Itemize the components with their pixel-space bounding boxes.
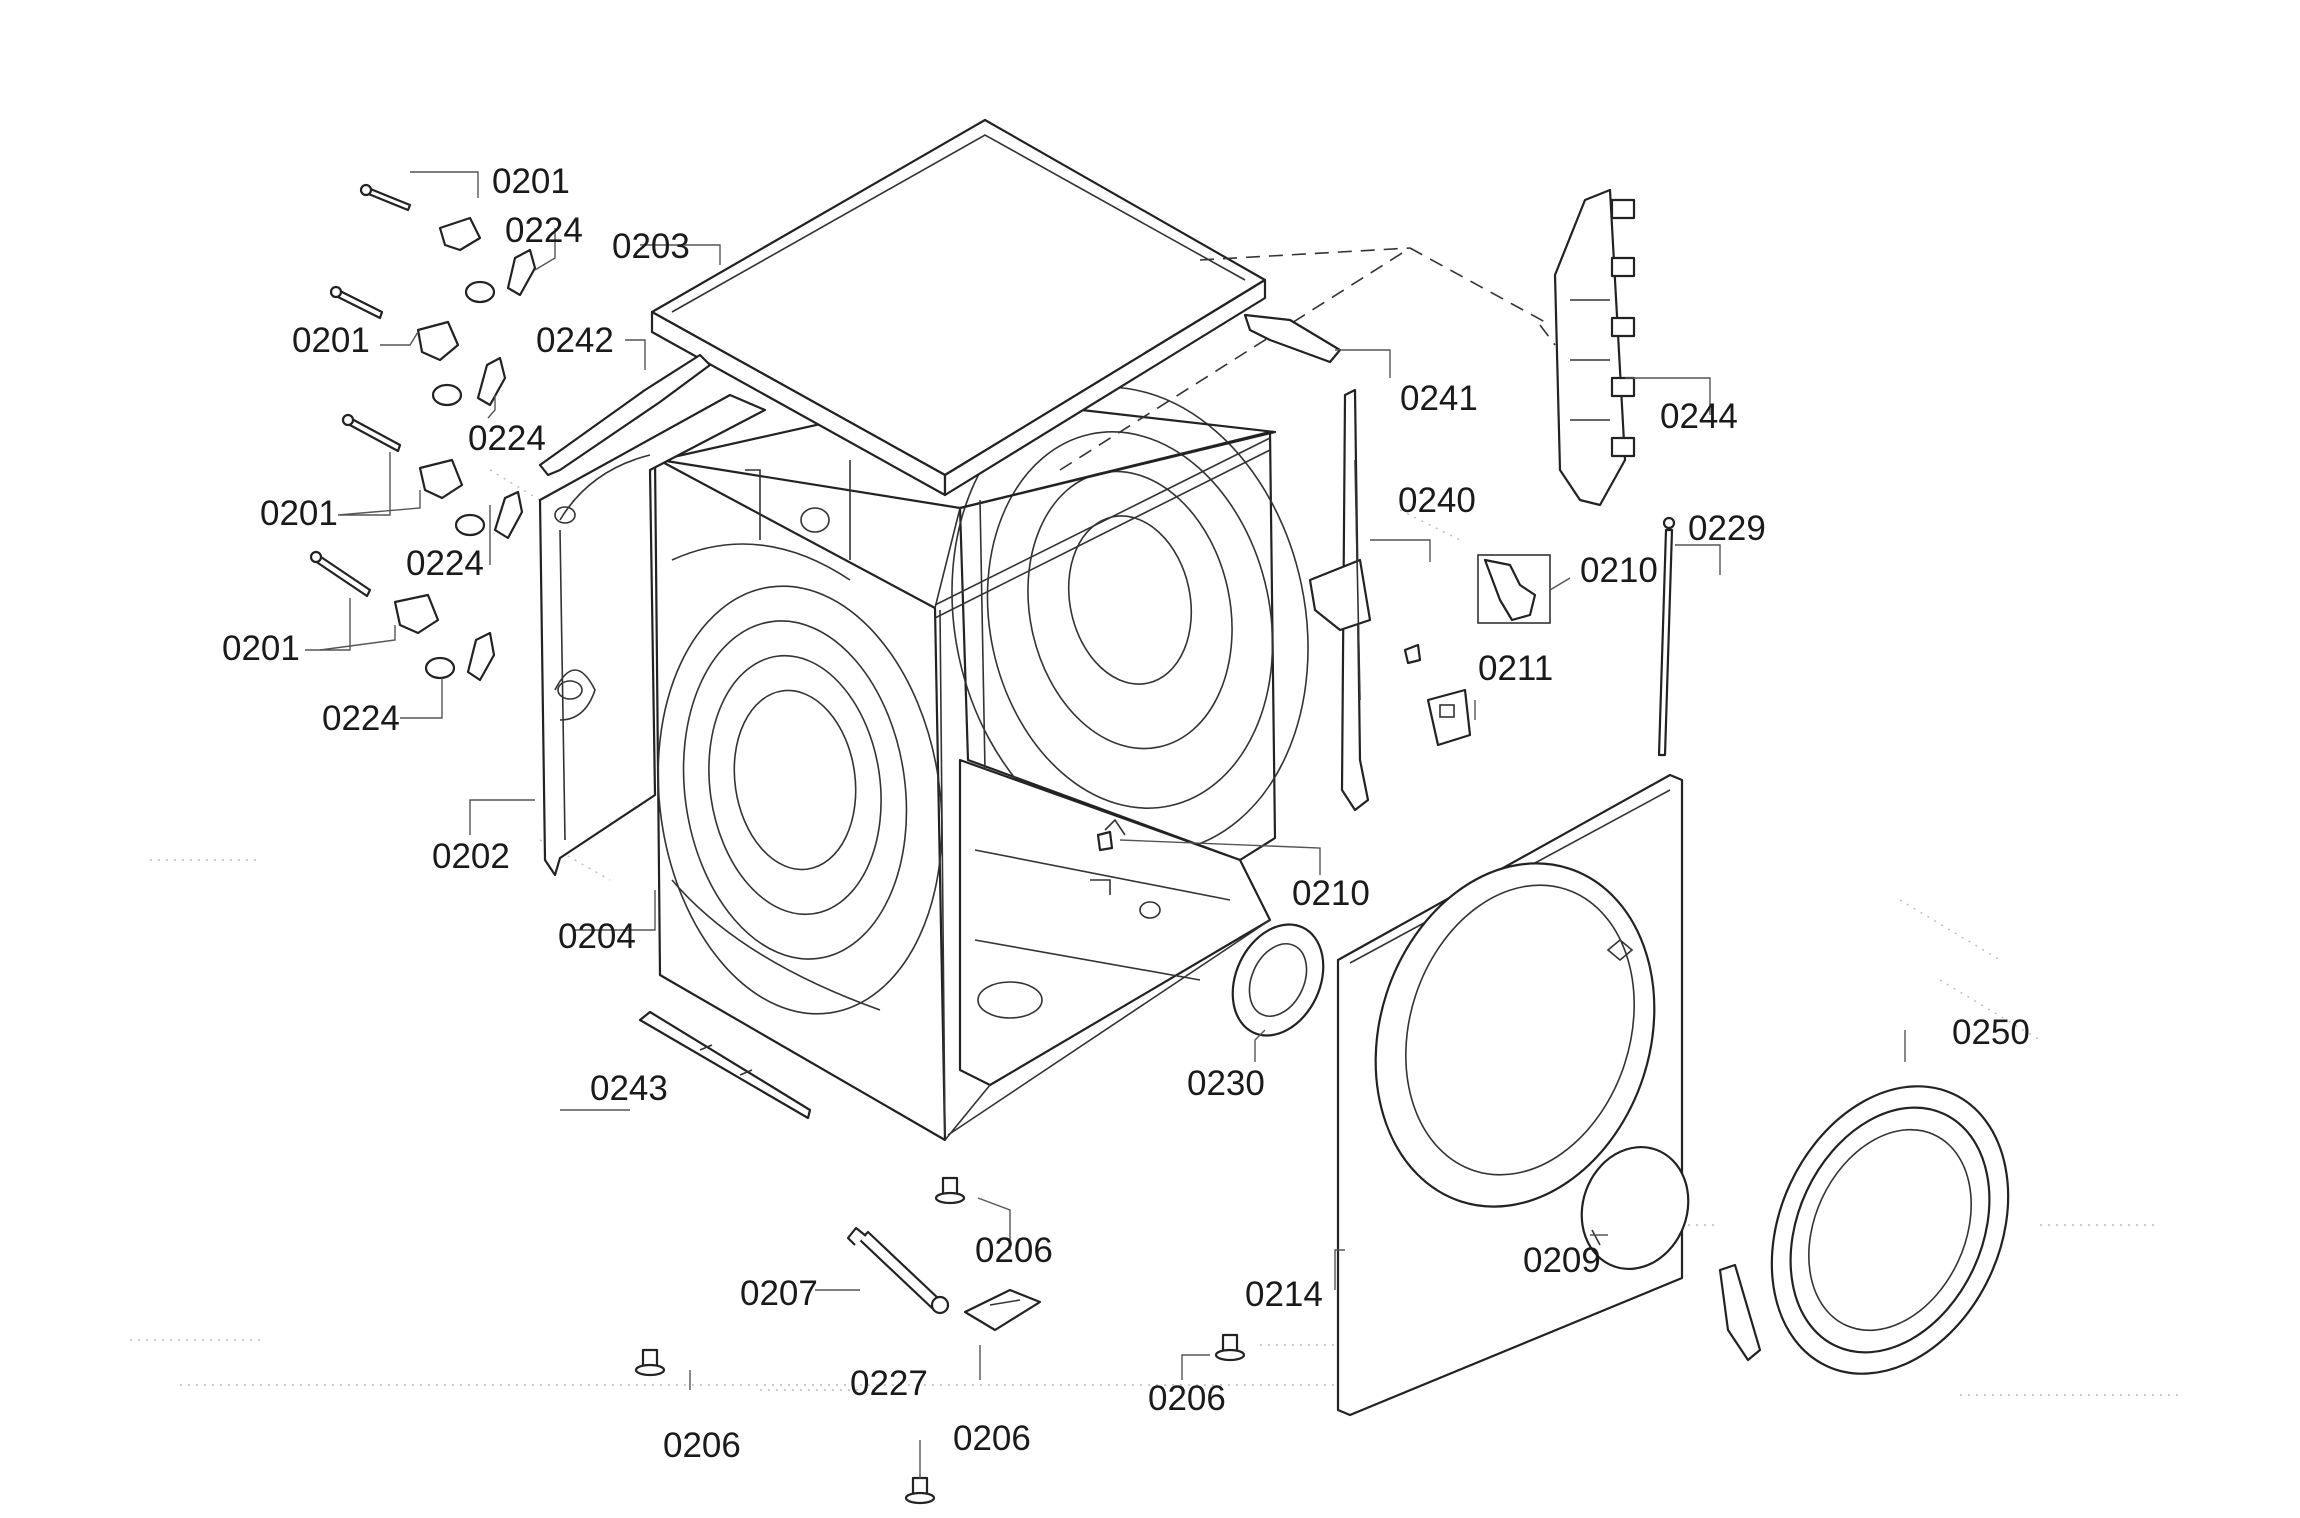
label-0241: 0241	[1400, 379, 1478, 418]
label-0224-d: 0224	[322, 699, 400, 738]
label-0206-b: 0206	[663, 1426, 741, 1465]
bracket-0224-b	[431, 356, 507, 407]
rod-0229	[1657, 516, 1676, 757]
latch-0210-upper	[1403, 554, 1551, 665]
label-0201-d: 0201	[222, 629, 300, 668]
label-0201-c: 0201	[260, 494, 338, 533]
rail-0240	[1308, 388, 1372, 812]
plate-0227	[963, 1288, 1042, 1332]
clip-0210-lower	[1096, 830, 1114, 852]
label-0240: 0240	[1398, 481, 1476, 520]
label-0242: 0242	[536, 321, 614, 360]
bolt-0201-c	[341, 413, 464, 500]
leader-lines	[305, 171, 1906, 1478]
label-0206-d: 0206	[953, 1419, 1031, 1458]
door-lock-0211	[1426, 688, 1472, 747]
label-0202: 0202	[432, 837, 510, 876]
foot-0206-b	[634, 1348, 666, 1377]
rail-0243	[638, 1010, 812, 1120]
label-0214: 0214	[1245, 1275, 1323, 1314]
bracket-0224-d	[424, 631, 496, 682]
label-0243: 0243	[590, 1069, 668, 1108]
bracket-0224-a	[464, 248, 537, 304]
label-0206-c: 0206	[1148, 1379, 1226, 1418]
side-panel-0202	[538, 393, 767, 877]
label-0209: 0209	[1523, 1241, 1601, 1280]
label-0250: 0250	[1952, 1013, 2030, 1052]
label-0224-c: 0224	[406, 544, 484, 583]
label-0207: 0207	[740, 1274, 818, 1313]
label-0227: 0227	[850, 1364, 928, 1403]
wrench-0207	[846, 1226, 950, 1315]
label-0210-a: 0210	[1580, 551, 1658, 590]
label-0204: 0204	[558, 917, 636, 956]
bolt-0201-d	[309, 550, 440, 635]
label-0229: 0229	[1688, 509, 1766, 548]
bracket-0224-c	[454, 490, 524, 540]
label-0211: 0211	[1478, 649, 1553, 688]
label-0230: 0230	[1187, 1064, 1265, 1103]
label-0210-b: 0210	[1292, 874, 1370, 913]
label-0244: 0244	[1660, 397, 1738, 436]
hatch-0209	[1580, 1145, 1690, 1271]
door-0250	[1718, 1085, 2010, 1375]
bolt-0201-b	[329, 285, 460, 362]
bolt-0201-a	[359, 183, 482, 252]
rail-0242	[538, 353, 712, 477]
rail-0241	[1243, 313, 1342, 364]
front-panel-0214	[1336, 773, 1684, 1417]
label-0201-b: 0201	[292, 321, 370, 360]
top-lid-0203	[650, 118, 1267, 497]
label-0206-a: 0206	[975, 1231, 1053, 1270]
foot-0206-d	[904, 1476, 936, 1505]
rail-0244	[1553, 188, 1636, 507]
label-0201-a: 0201	[492, 162, 570, 201]
foot-0206-a	[934, 1176, 966, 1205]
ring-0230	[1231, 923, 1325, 1037]
label-0224-a: 0224	[505, 211, 583, 250]
label-0203: 0203	[612, 227, 690, 266]
foot-0206-c	[1214, 1333, 1246, 1362]
part-labels: 0201 0224 0203 0201 0242 0224 0201 0224 …	[222, 162, 2030, 1465]
label-0224-b: 0224	[468, 419, 546, 458]
